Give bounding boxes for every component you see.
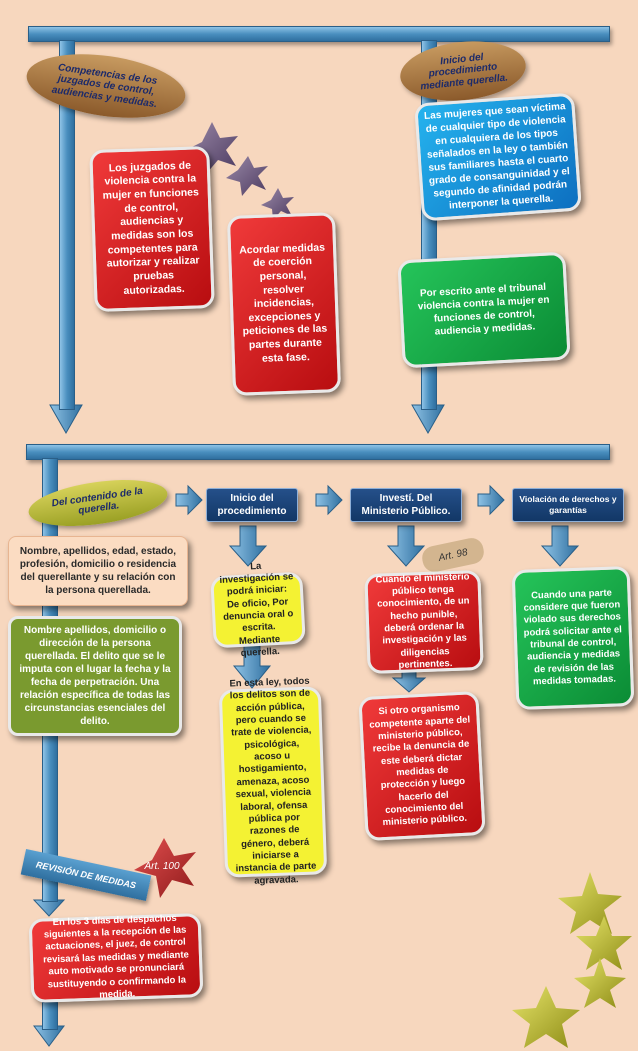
arrow-down-yellow (232, 643, 272, 689)
top-horizontal-bar (28, 26, 610, 42)
header-inicio-procedimiento: Inicio del procedimiento (206, 488, 298, 522)
star-icon (576, 916, 632, 970)
star-icon (261, 188, 294, 220)
star-icon (558, 872, 622, 934)
star-icon (186, 122, 238, 174)
box-tres-dias-revision: En los 3 días de despachos siguientes a … (28, 913, 204, 1003)
second-horizontal-bar (26, 444, 610, 460)
label-art-100: Art. 100 (144, 860, 180, 872)
arrow-right-3 (477, 484, 505, 516)
arrow-down-left-2 (32, 899, 66, 917)
box-victimas-querella: Las mujeres que sean víctima de cualquie… (414, 92, 582, 222)
header-violacion-derechos: Violación de derechos y garantías (512, 488, 624, 522)
arrow-down-inicio (228, 525, 268, 567)
arrow-down-violacion (540, 525, 580, 567)
left-vertical-bar-3 (42, 1002, 58, 1030)
star-icon (134, 838, 196, 898)
box-acordar-medidas: Acordar medidas de coerción personal, re… (226, 212, 342, 396)
box-juzgados-competentes: Los juzgados de violencia contra la muje… (89, 145, 215, 313)
arrow-down-investi (386, 525, 426, 567)
star-icon (226, 156, 268, 196)
box-por-escrito: Por escrito ante el tribunal violencia c… (397, 251, 571, 369)
box-delitos-accion-publica: En esta ley, todos los delitos son de ac… (218, 676, 328, 886)
star-icon (512, 986, 580, 1048)
box-investigacion-iniciar: La investigación se podrá iniciar: De of… (210, 560, 306, 659)
left-vertical-bar-1 (59, 40, 75, 410)
box-otro-organismo: Si otro organismo competente aparte del … (358, 690, 486, 842)
arrow-right-1 (175, 484, 203, 516)
box-mp-conocimiento: Cuando el ministerio público tenga conoc… (364, 570, 484, 674)
header-investi-ministerio: Investí. Del Ministerio Público. (350, 488, 462, 522)
box-datos-querellante: Nombre, apellidos, edad, estado, profesi… (8, 536, 188, 606)
arrow-right-2 (315, 484, 343, 516)
star-icon (574, 958, 626, 1008)
box-datos-querellado: Nombre apellidos, domicilio o dirección … (8, 616, 182, 736)
box-violacion-revision: Cuando una parte considere que fueron vi… (511, 565, 635, 711)
